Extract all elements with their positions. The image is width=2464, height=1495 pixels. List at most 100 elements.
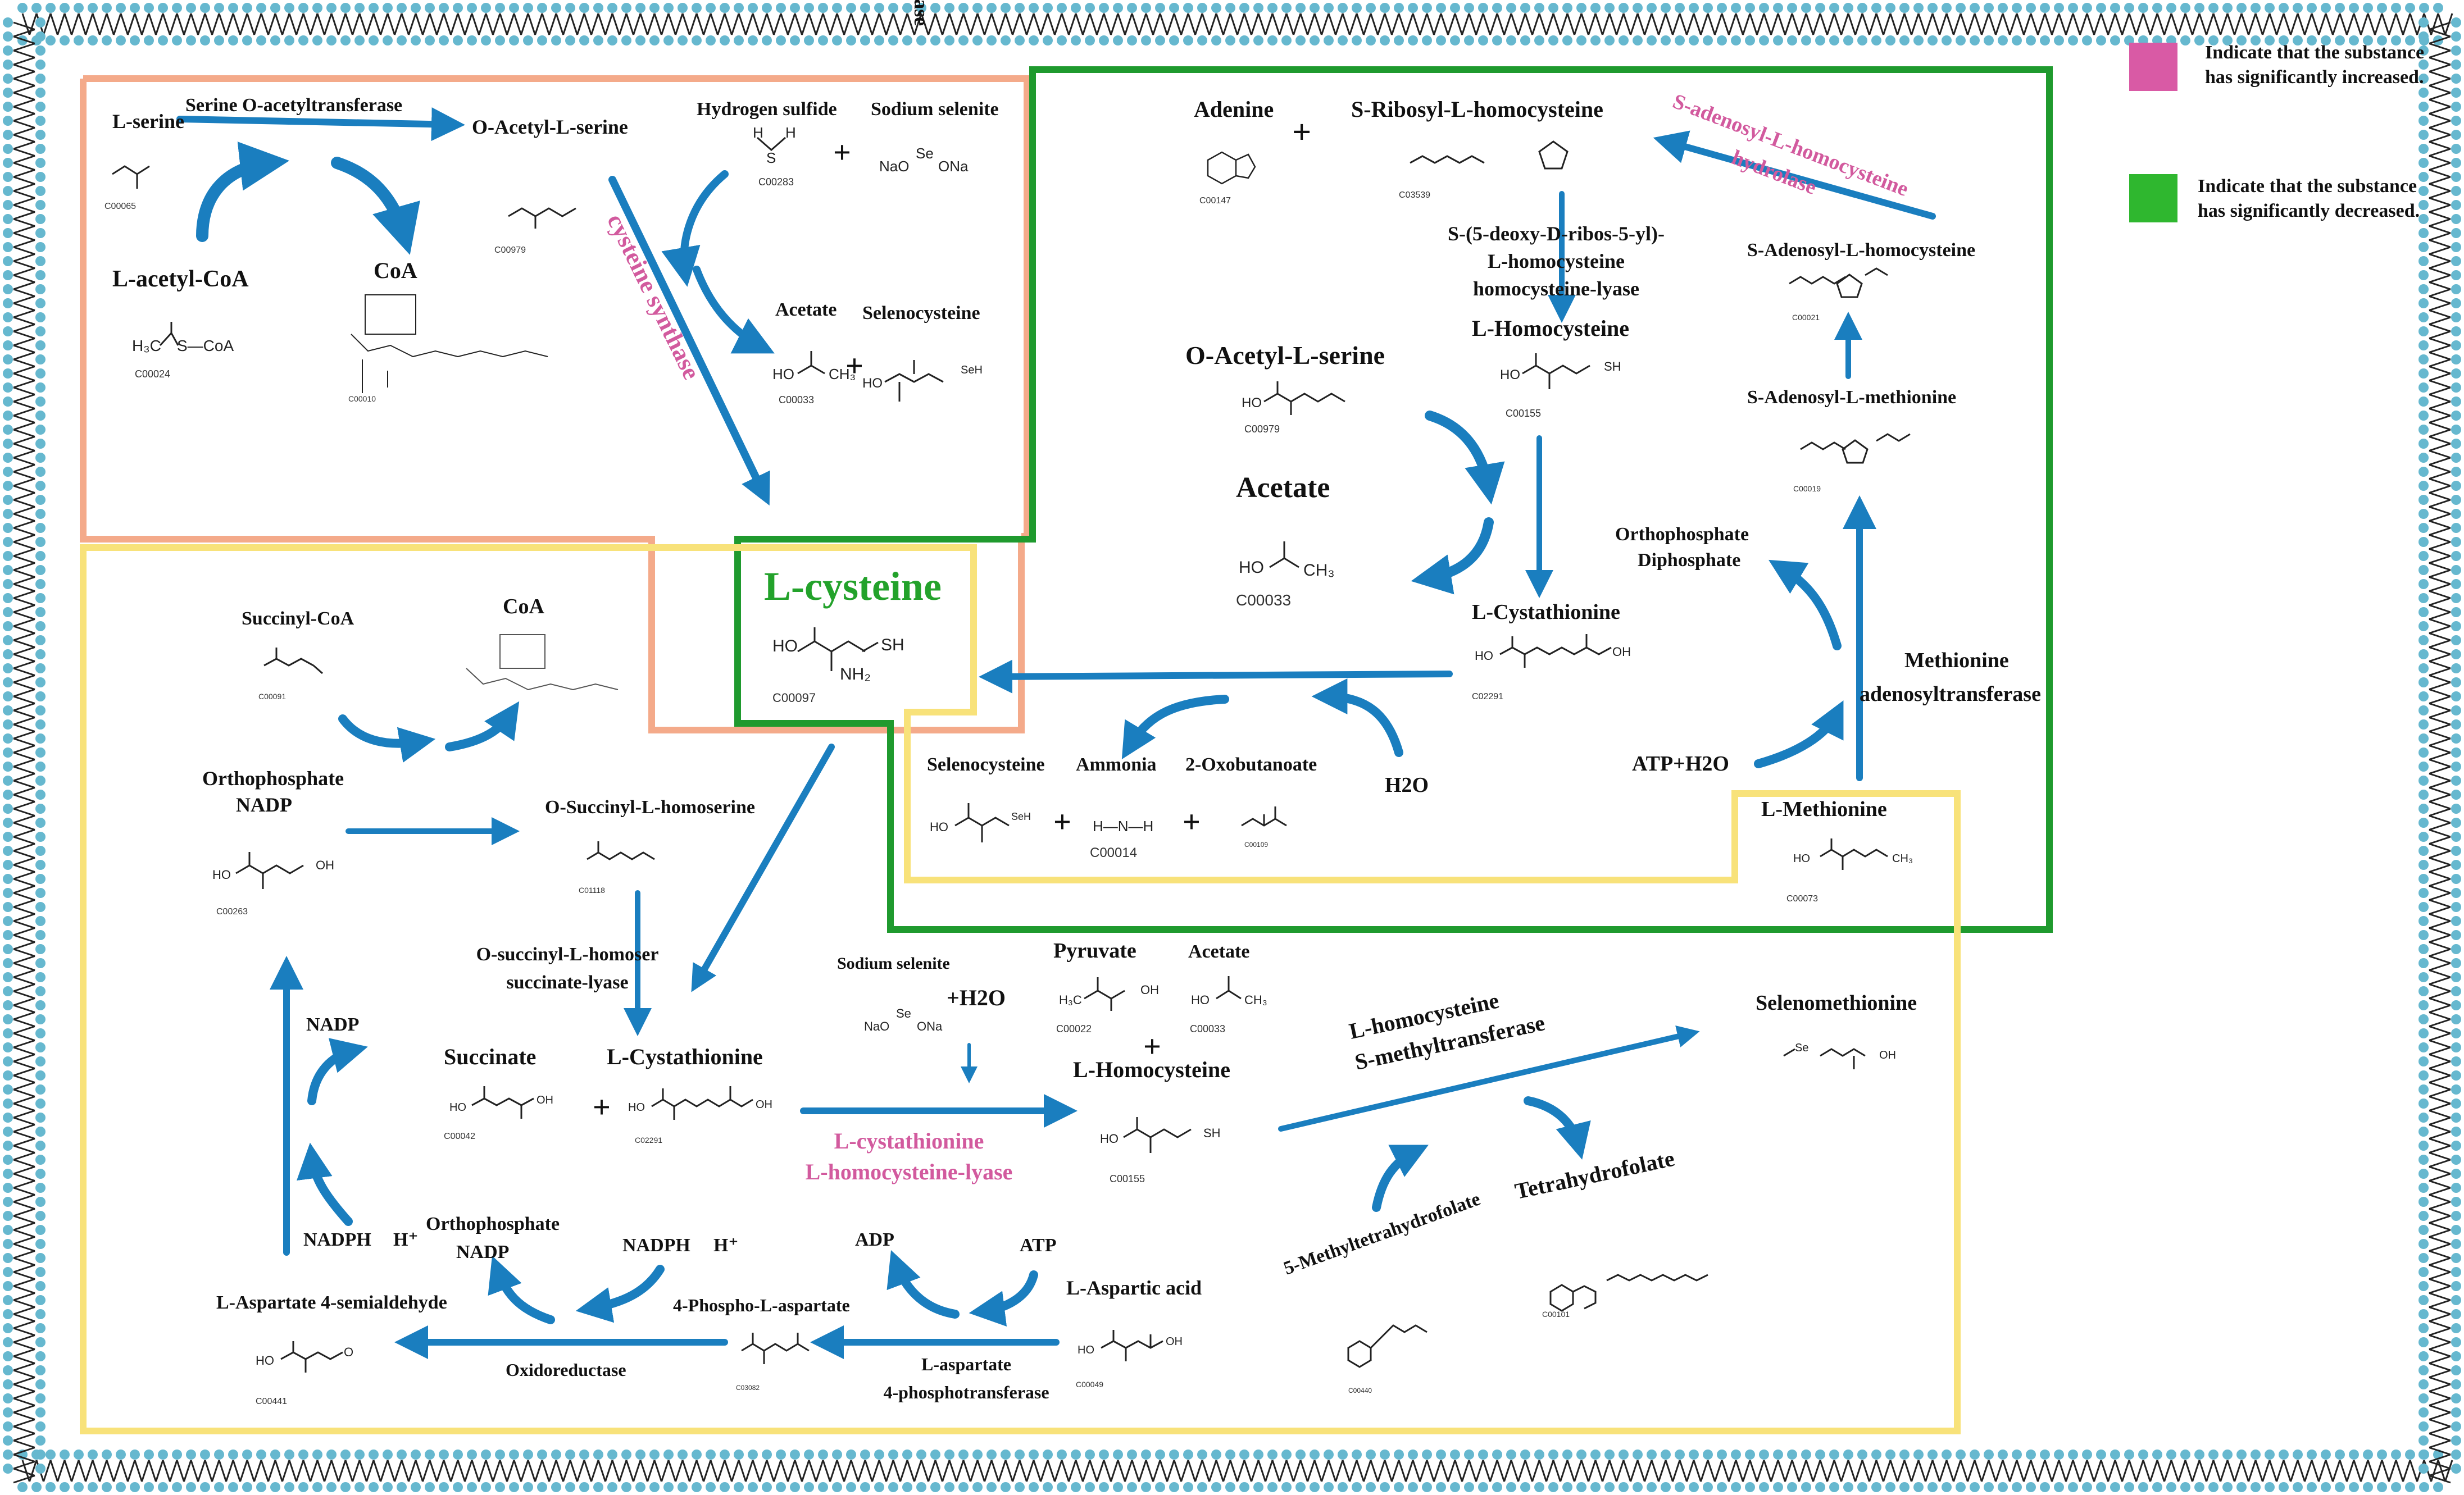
membrane-tail	[310, 13, 319, 35]
struct-txt: S	[766, 149, 776, 166]
membrane-bead	[1998, 1450, 2008, 1460]
membrane-bead	[3, 186, 13, 196]
membrane-tail	[13, 913, 35, 922]
membrane-bead	[35, 467, 46, 477]
membrane-tail	[2353, 1460, 2362, 1482]
membrane-tail	[1735, 1460, 1744, 1482]
membrane-tail	[619, 1460, 628, 1482]
membrane-tail	[2100, 1460, 2109, 1482]
membrane-bead	[1366, 3, 1376, 13]
membrane-bead	[2451, 242, 2461, 252]
membrane-bead	[1829, 3, 1839, 13]
membrane-bead	[3, 495, 13, 505]
membrane-bead	[1731, 35, 1741, 45]
membrane-tail	[85, 1460, 94, 1482]
membrane-tail	[106, 13, 115, 35]
arrow-to-adp-curve	[887, 1250, 960, 1319]
membrane-bead	[35, 1464, 46, 1474]
membrane-bead	[2082, 1450, 2092, 1460]
succinate-structure	[471, 1086, 534, 1119]
membrane-tail	[2429, 548, 2451, 557]
membrane-tail	[934, 1460, 943, 1482]
membrane-tail	[13, 352, 35, 361]
membrane-bead	[902, 1450, 912, 1460]
membrane-tail	[13, 1159, 35, 1168]
membrane-tail	[1173, 13, 1182, 35]
membrane-bead	[2377, 35, 2387, 45]
membrane-bead	[439, 1450, 449, 1460]
membrane-tail	[13, 990, 35, 999]
membrane-tail	[2429, 1425, 2451, 1434]
membrane-tail	[1138, 13, 1147, 35]
membrane-bead	[2451, 1407, 2461, 1417]
membrane-bead	[1141, 1482, 1151, 1492]
membrane-bead	[3, 1253, 13, 1263]
membrane-bead	[565, 3, 575, 13]
membrane-bead	[2451, 663, 2461, 673]
membrane-tail	[562, 13, 571, 35]
membrane-bead	[1576, 35, 1586, 45]
membrane-bead	[3, 425, 13, 435]
membrane-bead	[35, 1099, 46, 1109]
membrane-bead	[2451, 1127, 2461, 1137]
membrane-tail	[344, 1460, 353, 1482]
membrane-tail	[2429, 520, 2451, 529]
membrane-tail	[13, 344, 35, 353]
membrane-bead	[663, 35, 674, 45]
membrane-bead	[565, 1482, 575, 1492]
membrane-tail	[2429, 829, 2451, 838]
membrane-tail	[1510, 1460, 1519, 1482]
membrane-tail	[13, 1419, 35, 1428]
membrane-bead	[2418, 1084, 2429, 1095]
membrane-tail	[1819, 13, 1828, 35]
membrane-bead	[874, 3, 884, 13]
membrane-bead	[35, 1084, 46, 1095]
membrane-bead	[3, 733, 13, 744]
membrane-tail	[2429, 78, 2451, 86]
membrane-tail	[197, 13, 206, 35]
membrane-bead	[1998, 3, 2008, 13]
struct-txt: H₃C	[1059, 993, 1082, 1007]
membrane-bead	[537, 35, 547, 45]
arrow-to-orthophosphate-curve	[1769, 559, 1842, 650]
membrane-bead	[2418, 1127, 2429, 1137]
membrane-tail	[2429, 751, 2451, 760]
membrane-bead	[3, 1351, 13, 1361]
membrane-tail	[2429, 197, 2451, 206]
membrane-bead	[1534, 3, 1544, 13]
membrane-bead	[1450, 1482, 1460, 1492]
membrane-tail	[1279, 1460, 1288, 1482]
membrane-tail	[1173, 1460, 1182, 1482]
membrane-tail	[92, 13, 101, 35]
membrane-tail	[2002, 1460, 2011, 1482]
membrane-bead	[1057, 3, 1067, 13]
membrane-bead	[439, 35, 449, 45]
membrane-tail	[13, 1011, 35, 1020]
membrane-tail	[2429, 1405, 2451, 1414]
membrane-tail	[13, 190, 35, 199]
membrane-tail	[478, 1460, 487, 1482]
membrane-tail	[13, 478, 35, 487]
plus-sign: +	[593, 1090, 611, 1125]
struct-txt: Se	[1795, 1042, 1808, 1054]
membrane-tail	[1363, 13, 1372, 35]
membrane-tail	[2409, 13, 2418, 35]
l-homocysteine-label-bottom: L-Homocysteine	[1073, 1057, 1230, 1082]
membrane-tail	[653, 13, 662, 35]
membrane-tail	[13, 1018, 35, 1027]
membrane-tail	[956, 13, 965, 35]
membrane-tail	[2121, 1460, 2130, 1482]
membrane-tail	[2429, 492, 2451, 501]
membrane-tail	[703, 13, 712, 35]
membrane-bead	[2236, 35, 2247, 45]
membrane-bead	[2418, 326, 2429, 336]
membrane-tail	[1622, 1460, 1631, 1482]
membrane-bead	[242, 35, 252, 45]
membrane-tail	[2360, 13, 2369, 35]
membrane-bead	[2418, 481, 2429, 491]
membrane-tail	[1552, 13, 1561, 35]
membrane-tail	[13, 1194, 35, 1203]
membrane-tail	[2429, 176, 2451, 185]
membrane-tail	[2429, 330, 2451, 339]
l-cysteine-label: L-cysteine	[764, 564, 942, 609]
